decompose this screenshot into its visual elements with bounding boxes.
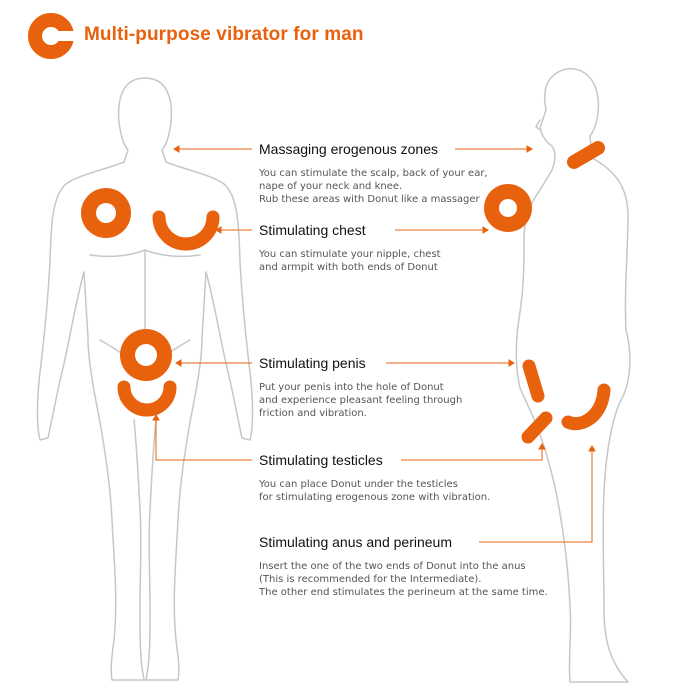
section-description: You can stimulate the scalp, back of you… [259,167,559,206]
section-chest: Stimulating chest You can stimulate your… [259,222,559,274]
page-title: Multi-purpose vibrator for man [84,24,364,45]
section-anus-perineum: Stimulating anus and perineum Insert the… [259,534,559,599]
section-massaging: Massaging erogenous zones You can stimul… [259,141,559,206]
description-line: You can stimulate the scalp, back of you… [259,168,488,179]
section-description: Put your penis into the hole of Donut an… [259,381,559,420]
section-description: Insert the one of the two ends of Donut … [259,560,559,599]
description-line: friction and vibration. [259,408,367,419]
description-line: The other end stimulates the perineum at… [259,587,548,598]
section-description: You can place Donut under the testicles … [259,478,559,504]
description-line: for stimulating erogenous zone with vibr… [259,492,491,503]
section-heading: Stimulating testicles [259,452,383,468]
donut-chest-right [152,210,220,251]
donut-penis-side [522,359,545,403]
description-line: Rub these areas with Donut like a massag… [259,194,480,205]
description-line: (This is recommended for the Intermediat… [259,574,482,585]
description-line: Put your penis into the hole of Donut [259,382,444,393]
description-line: Insert the one of the two ends of Donut … [259,561,526,572]
description-line: You can place Donut under the testicles [259,479,458,490]
description-line: nape of your neck and knee. [259,181,403,192]
section-description: You can stimulate your nipple, chest and… [259,248,559,274]
description-line: You can stimulate your nipple, chest [259,249,441,260]
section-testicles: Stimulating testicles You can place Donu… [259,452,559,504]
section-heading: Massaging erogenous zones [259,141,439,157]
donut-neck [567,141,605,169]
brand-logo-icon [28,13,76,59]
side-body-outline [515,68,631,683]
donut-perineum-side [521,411,553,444]
description-line: and armpit with both ends of Donut [259,262,438,273]
donut-anus-side [561,383,611,431]
donut-shapes [81,141,611,444]
donut-testicles [117,380,177,417]
description-line: and experience pleasant feeling through [259,395,463,406]
section-heading: Stimulating anus and perineum [259,534,453,550]
leader-lines [152,145,596,543]
section-heading: Stimulating chest [259,222,366,238]
section-heading: Stimulating penis [259,355,366,371]
section-penis: Stimulating penis Put your penis into th… [259,355,559,420]
